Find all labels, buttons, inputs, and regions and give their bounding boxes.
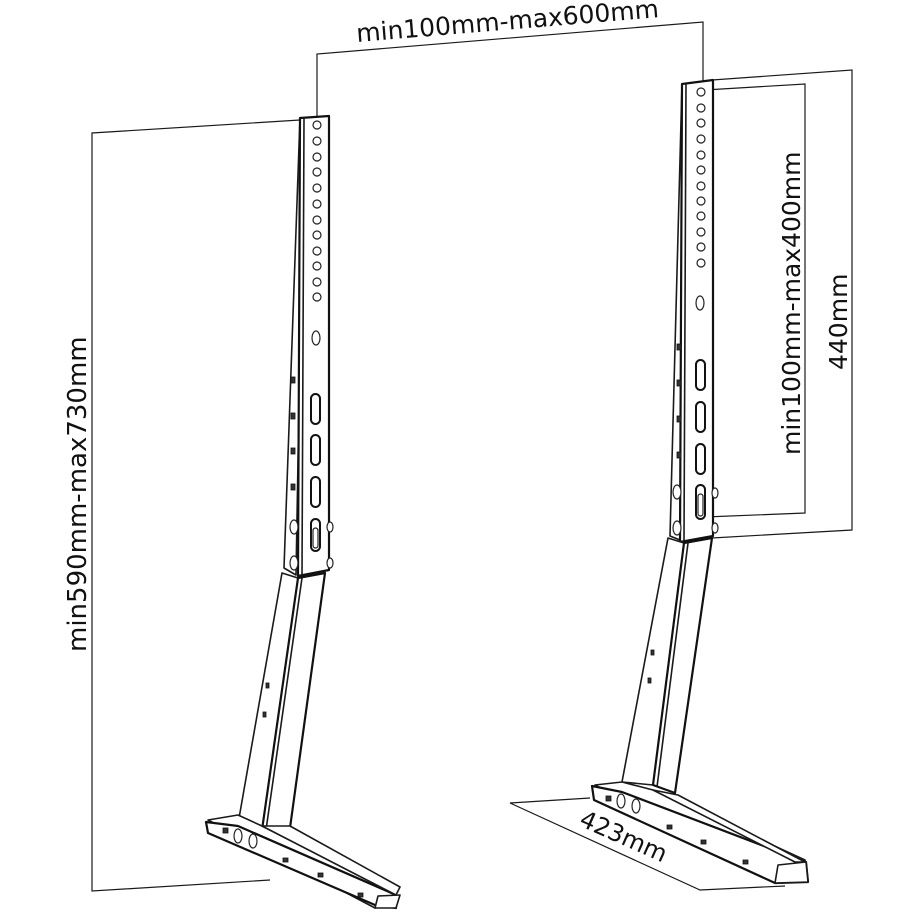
left-vertical-slots: [310, 393, 321, 552]
overall-height-dimension: [91, 119, 301, 892]
right-leg: [590, 78, 810, 885]
vertical-hole-range-dimension: [704, 83, 806, 518]
overall-height-label: min590mm-max730mm: [63, 336, 93, 652]
vertical-hole-range-label: min100mm-max400mm: [777, 152, 806, 455]
bracket-spacing-dimension: [316, 21, 704, 118]
column-height-dimension: [711, 69, 853, 539]
right-side-square-holes: [676, 343, 682, 459]
base-depth-dimension: [509, 797, 786, 891]
left-side-square-holes: [290, 376, 296, 491]
right-round-holes: [695, 87, 706, 311]
right-vertical-slots: [695, 359, 706, 520]
left-leg: [204, 114, 401, 910]
column-height-label: 440mm: [824, 274, 853, 370]
left-round-holes: [311, 120, 322, 346]
bracket-spacing-label: min100mm-max600mm: [355, 0, 660, 48]
